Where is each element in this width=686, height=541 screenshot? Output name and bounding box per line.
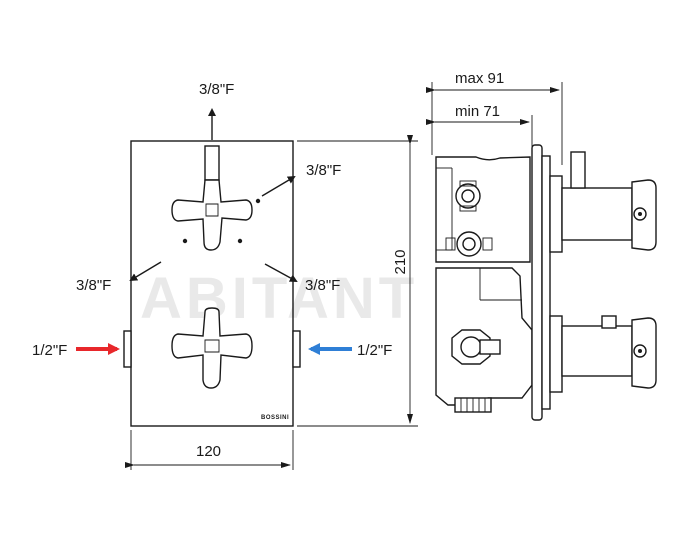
outlet-top-label: 3/8"F (199, 81, 234, 98)
upper-valve-body (435, 156, 531, 263)
outlet-lower-right-label: 3/8"F (305, 277, 340, 294)
outlet-lower-left-arrow (129, 261, 162, 282)
outlet-lower-right-arrow (264, 263, 298, 282)
front-view: BOSSINI (123, 140, 301, 427)
lower-side-handle (549, 315, 657, 393)
brand-mark: BOSSINI (261, 415, 289, 421)
thermostat-cross-handle (171, 307, 253, 389)
upper-port (455, 180, 481, 212)
height-dimension: 210 (297, 135, 418, 427)
trim-plate (541, 155, 551, 410)
cover-plate (130, 140, 294, 427)
depth-min-value: min 71 (455, 103, 500, 120)
hot-inlet-stub (123, 330, 132, 368)
wall-plate (531, 144, 543, 421)
lower-port (445, 231, 493, 257)
side-view: max 91 min 71 (426, 70, 657, 421)
diverter-cross-handle (171, 145, 253, 251)
screw-dot (255, 198, 261, 204)
upper-side-handle (549, 151, 657, 253)
width-value: 120 (196, 443, 221, 460)
cold-inlet-label: 1/2"F (357, 342, 392, 359)
outlet-upper-right-label: 3/8"F (306, 162, 341, 179)
screw-dot (237, 238, 243, 244)
width-dimension: 120 (125, 430, 294, 470)
depth-max-value: max 91 (455, 70, 504, 87)
screw-dot (182, 238, 188, 244)
height-value: 210 (392, 249, 409, 274)
outlet-upper-right-arrow (261, 175, 296, 197)
outlet-lower-left-label: 3/8"F (76, 277, 111, 294)
bottom-threaded-inlet (454, 397, 492, 413)
cold-inlet-stub (292, 330, 301, 368)
watermark-text: ABITANT (140, 266, 418, 331)
hex-fitting (451, 329, 501, 365)
lower-valve-body (435, 267, 533, 406)
hot-inlet-label: 1/2"F (32, 342, 67, 359)
